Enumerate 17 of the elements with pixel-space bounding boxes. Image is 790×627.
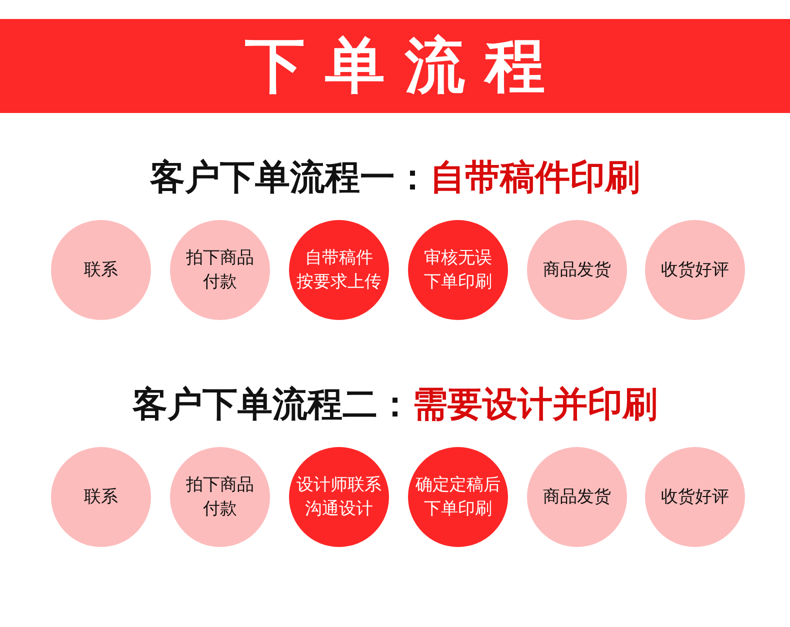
step-label: 收货好评	[661, 486, 729, 508]
step-label: 收货好评	[661, 259, 729, 281]
step-label: 联系	[84, 486, 118, 508]
step-label: 商品发货	[543, 259, 611, 281]
section-heading: 客户下单流程二：	[132, 386, 412, 422]
step-label: 商品发货	[543, 486, 611, 508]
step-label: 自带稿件按要求上传	[296, 247, 382, 293]
step-label: 设计师联系沟通设计	[296, 474, 382, 520]
step-label: 审核无误下单印刷	[424, 247, 492, 293]
step-label: 联系	[84, 259, 118, 281]
title: 下单流程	[244, 36, 565, 96]
step-label: 拍下商品付款	[186, 247, 254, 293]
section-heading-highlight: 自带稿件印刷	[430, 160, 640, 194]
step-label: 确定定稿后下单印刷	[416, 474, 500, 520]
step-label: 拍下商品付款	[186, 474, 254, 520]
section-heading-highlight: 需要设计并印刷	[412, 386, 658, 422]
section-heading: 客户下单流程一：	[150, 160, 430, 194]
